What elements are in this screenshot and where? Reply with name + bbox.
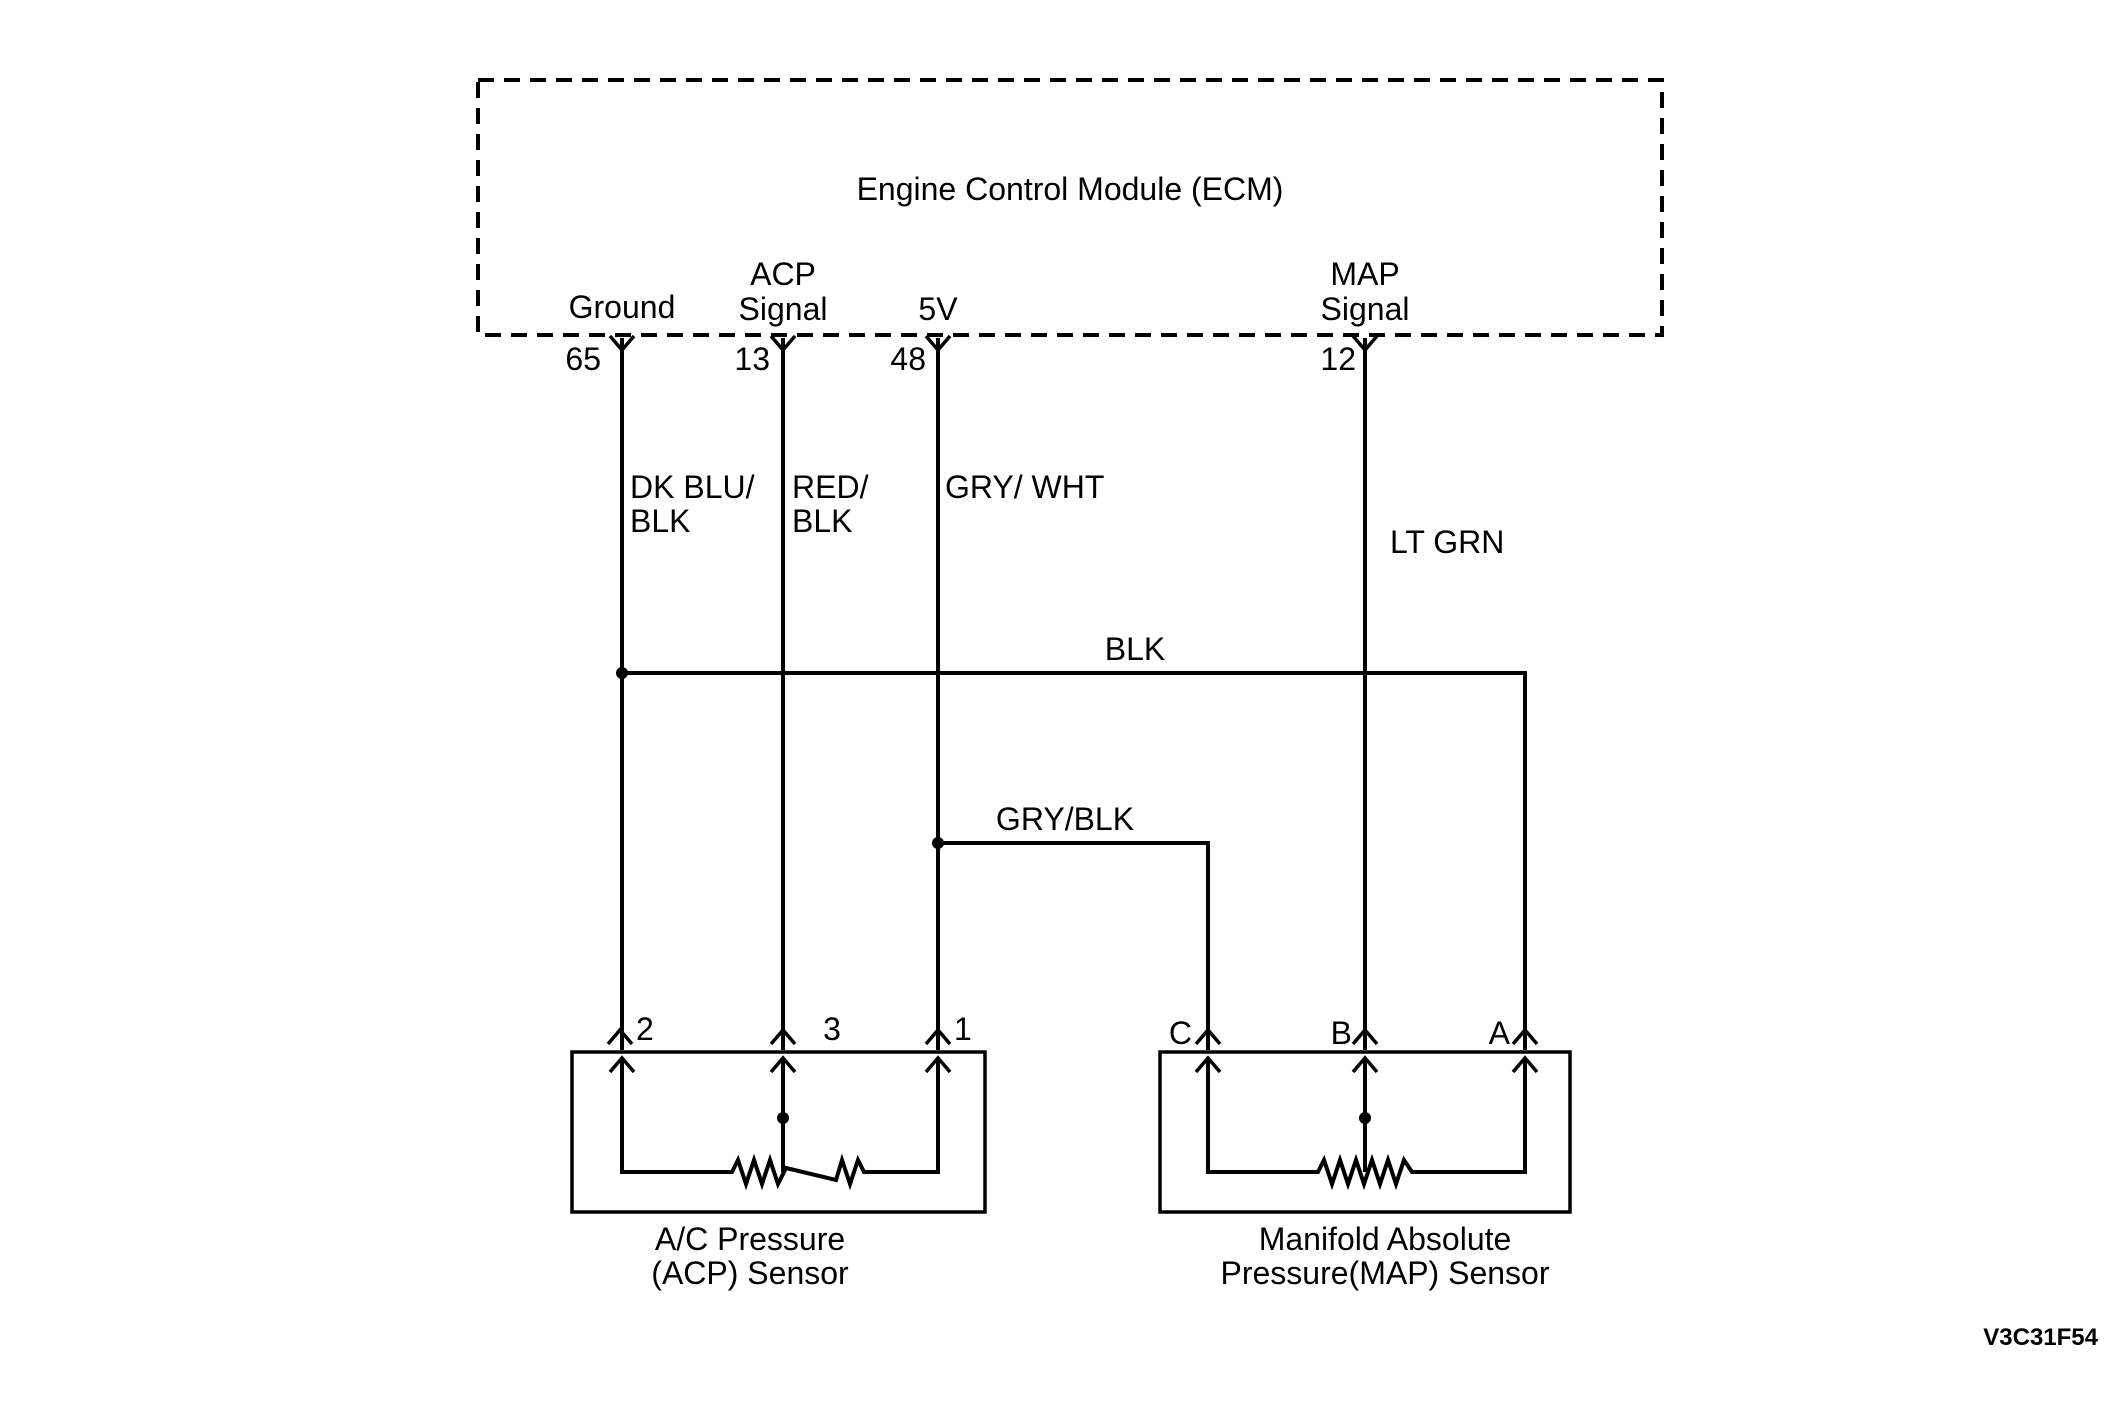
wire-gry-blk-branch: [938, 841, 1210, 1050]
map-pin-c: C: [1169, 1015, 1192, 1051]
wire-color-acp-line2: BLK: [792, 503, 852, 539]
map-wiper-node: [1359, 1112, 1371, 1124]
wire-color-ground-line1: DK BLU/: [630, 469, 755, 505]
map-sensor-name-line2: Pressure(MAP) Sensor: [1221, 1255, 1550, 1291]
ecm-pin-name-map-line2: Signal: [1321, 291, 1410, 327]
acp-pin-1: 1: [954, 1011, 972, 1047]
ecm-pin-number-13: 13: [734, 341, 770, 377]
acp-wiper-node: [777, 1112, 789, 1124]
map-connector-c: [1194, 1027, 1222, 1046]
acp-connector-3: [769, 1027, 797, 1046]
wire-color-gry-blk: GRY/BLK: [996, 801, 1134, 837]
ecm-pin-number-65: 65: [565, 341, 601, 377]
ecm-pin-number-48: 48: [890, 341, 926, 377]
acp-sensor-name-line2: (ACP) Sensor: [651, 1255, 849, 1291]
acp-pin-2: 2: [636, 1011, 654, 1047]
map-resistor: [1206, 1058, 1527, 1191]
acp-connector-2: [606, 1027, 634, 1046]
wire-color-acp-line1: RED/: [792, 469, 869, 505]
map-connector-a: [1511, 1027, 1539, 1046]
ecm-pin-name-acp-line1: ACP: [750, 256, 816, 292]
map-sensor-name-line1: Manifold Absolute: [1259, 1221, 1512, 1257]
figure-code: V3C31F54: [1983, 1324, 2098, 1351]
acp-sensor-box: [570, 1050, 987, 1214]
splice-5v: [932, 837, 944, 849]
wire-color-5v: GRY/ WHT: [945, 469, 1104, 505]
ecm-pin-name-5v: 5V: [918, 291, 958, 327]
ecm-title: Engine Control Module (ECM): [857, 171, 1284, 207]
map-connector-b: [1351, 1027, 1379, 1046]
map-sensor-box: [1158, 1050, 1572, 1214]
acp-pin-3: 3: [823, 1011, 841, 1047]
ecm-pin-number-12: 12: [1320, 341, 1356, 377]
map-pin-a: A: [1489, 1015, 1511, 1051]
ecm-box: [476, 78, 1664, 337]
acp-resistor: [620, 1058, 940, 1191]
acp-sensor-name-line1: A/C Pressure: [655, 1221, 845, 1257]
splice-ground: [616, 667, 628, 679]
wire-color-map: LT GRN: [1390, 524, 1504, 560]
ecm-pin-name-map-line1: MAP: [1330, 256, 1399, 292]
acp-connector-1: [924, 1027, 952, 1046]
wire-color-ground-line2: BLK: [630, 503, 690, 539]
wire-color-blk: BLK: [1105, 631, 1165, 667]
map-pin-b: B: [1331, 1015, 1352, 1051]
ecm-pin-name-ground: Ground: [569, 289, 676, 325]
wire-blk-ground-bus: [622, 671, 1527, 1050]
ecm-pin-name-acp-line2: Signal: [739, 291, 828, 327]
